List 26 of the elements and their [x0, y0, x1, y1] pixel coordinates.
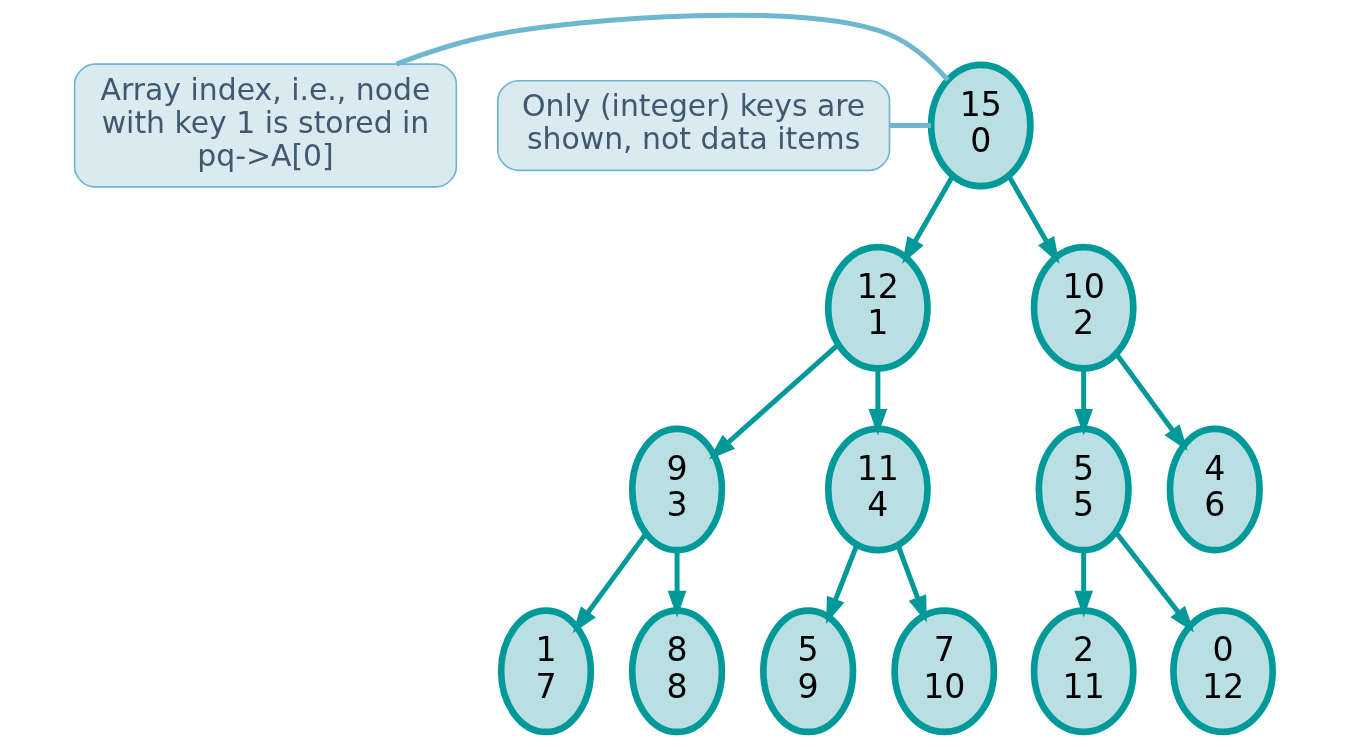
arrow: [895, 544, 927, 623]
node-ellipse: 5 9: [759, 607, 856, 736]
node-ellipse: 11 4: [824, 425, 931, 554]
arrow: [901, 174, 955, 264]
node-box: Only (integer) keys are shown, not data items: [496, 79, 890, 172]
node-ellipse: 2 11: [1030, 607, 1137, 736]
arrow: [1073, 550, 1093, 618]
node-ellipse: 8 8: [628, 607, 725, 736]
arrow: [1006, 174, 1059, 264]
connector: [395, 12, 950, 82]
node-ellipse: 9 3: [628, 425, 725, 554]
node-ellipse: 15 0: [927, 61, 1034, 190]
node-ellipse: 5 5: [1035, 425, 1132, 554]
arrow: [572, 532, 648, 634]
node-ellipse: 7 10: [890, 607, 997, 736]
node-ellipse: 12 1: [824, 243, 931, 372]
arrow: [825, 544, 859, 624]
arrow: [1073, 368, 1093, 436]
arrow: [1113, 531, 1194, 633]
arrow: [1113, 352, 1188, 452]
node-box: Array index, i.e., node with key 1 is stored in pq->A[0]: [73, 63, 457, 188]
arrow: [667, 550, 686, 618]
node-ellipse: 10 2: [1030, 243, 1137, 372]
arrow: [708, 342, 840, 460]
connector: [889, 123, 931, 128]
arrow: [868, 368, 887, 436]
